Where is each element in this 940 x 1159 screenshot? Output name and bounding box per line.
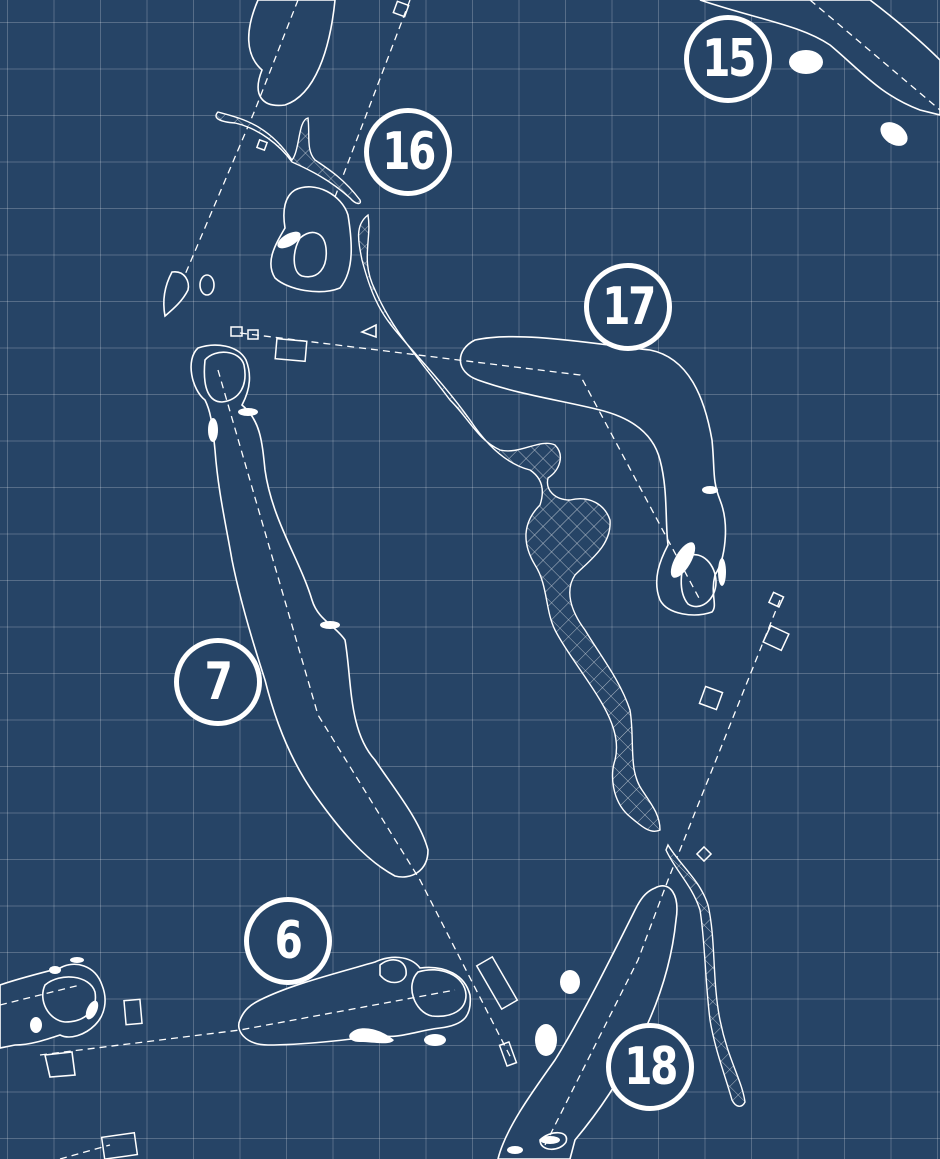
hole-7-layout — [190, 344, 513, 1061]
hole-18-tee-box — [762, 624, 790, 652]
hole-18-bunker — [560, 970, 580, 994]
hole-number-16: 16 — [382, 122, 436, 182]
hole-18-tee-box — [695, 845, 713, 863]
hole-16-fairway — [247, 0, 336, 107]
hole-5-route-2 — [59, 1144, 111, 1159]
hole-16-route — [169, 0, 299, 311]
hole-17-tee-box — [230, 326, 243, 337]
hole-7-bunker — [238, 408, 258, 416]
hole-number-18: 18 — [624, 1037, 678, 1097]
hole-16-green-inner — [293, 231, 327, 278]
hole-number-badge-6[interactable]: 6 — [244, 897, 332, 985]
hole-16-bunker — [277, 231, 301, 249]
hole-7-green-inner — [203, 351, 246, 403]
hole-6-bunker — [349, 1028, 394, 1044]
hole-6-layout — [39, 955, 519, 1068]
hole-number-badge-15[interactable]: 15 — [684, 15, 772, 103]
hole-6-green-inner — [411, 968, 467, 1018]
creek-hazard-18 — [665, 843, 746, 1107]
hole-7-bunker — [208, 418, 218, 442]
hole-5-bunker — [70, 957, 84, 963]
hole-18-layout — [497, 591, 790, 1159]
hole-18-tee-box — [767, 591, 785, 608]
hole-number-badge-17[interactable]: 17 — [584, 263, 672, 351]
hole-number-17: 17 — [602, 277, 656, 337]
hole-17-tee-box — [274, 337, 308, 363]
hole-18-bunker — [507, 1146, 523, 1154]
hole-16-green — [270, 186, 353, 293]
hole-18-route — [544, 599, 781, 1146]
hole-17-fairway — [459, 335, 727, 616]
hole-5-tee-box — [123, 998, 143, 1026]
hole-15-route — [809, 0, 940, 111]
hole-17-tee-box — [247, 329, 259, 340]
hole-6-fairway — [238, 956, 472, 1046]
hole-5-bunker — [85, 1000, 99, 1020]
hole-17-green-inner — [680, 553, 717, 608]
hole-6-green-inner — [379, 959, 407, 984]
hole-17-route — [239, 332, 701, 601]
hole-15-bunker — [789, 50, 823, 74]
hole-16-tee-marker — [199, 274, 215, 296]
hole-6-tee-box — [475, 955, 519, 1011]
hole-5-route — [0, 984, 81, 1006]
hole-5-bunker — [30, 1017, 42, 1033]
hole-5-tee-box — [44, 1051, 76, 1078]
hole-16-tee-box — [392, 0, 410, 18]
hole-17-bunker — [702, 486, 718, 494]
hole-7-route — [217, 369, 513, 1061]
hole-15-fairway — [699, 0, 940, 116]
hole-18-bunker — [535, 1024, 557, 1056]
hole-18-fairway — [497, 885, 678, 1159]
hole-15-layout — [699, 0, 940, 146]
hole-5-layout — [0, 957, 143, 1159]
hole-6-tee-box — [498, 1040, 518, 1068]
hole-number-badge-16[interactable]: 16 — [364, 108, 452, 196]
creek-hazard — [357, 213, 661, 832]
hole-5-tee-box — [100, 1131, 139, 1159]
hole-17-layout — [230, 323, 727, 616]
hole-16-layout — [163, 0, 411, 318]
hole-16-tee-box — [255, 138, 269, 152]
hole-17-tee-marker — [359, 323, 377, 339]
hole-number-badge-7[interactable]: 7 — [174, 638, 262, 726]
hole-number-badge-18[interactable]: 18 — [606, 1023, 694, 1111]
hole-17-bunker — [718, 558, 726, 586]
hole-7-fairway — [190, 344, 429, 878]
hole-7-bunker — [320, 621, 340, 629]
hole-17-bunker — [670, 542, 696, 578]
hole-5-bunker — [49, 966, 61, 974]
hole-6-bunker — [424, 1034, 446, 1046]
hole-number-15: 15 — [702, 29, 756, 89]
hole-15-bunker — [880, 122, 908, 146]
hole-number-6: 6 — [275, 911, 303, 971]
hole-number-7: 7 — [205, 652, 233, 712]
hole-18-tee-box — [698, 685, 724, 711]
hole-16-hazard — [215, 111, 362, 205]
hole-18-green-inner — [539, 1131, 568, 1151]
hole-16-tee — [163, 271, 190, 318]
hole-18-bunker — [540, 1136, 560, 1144]
